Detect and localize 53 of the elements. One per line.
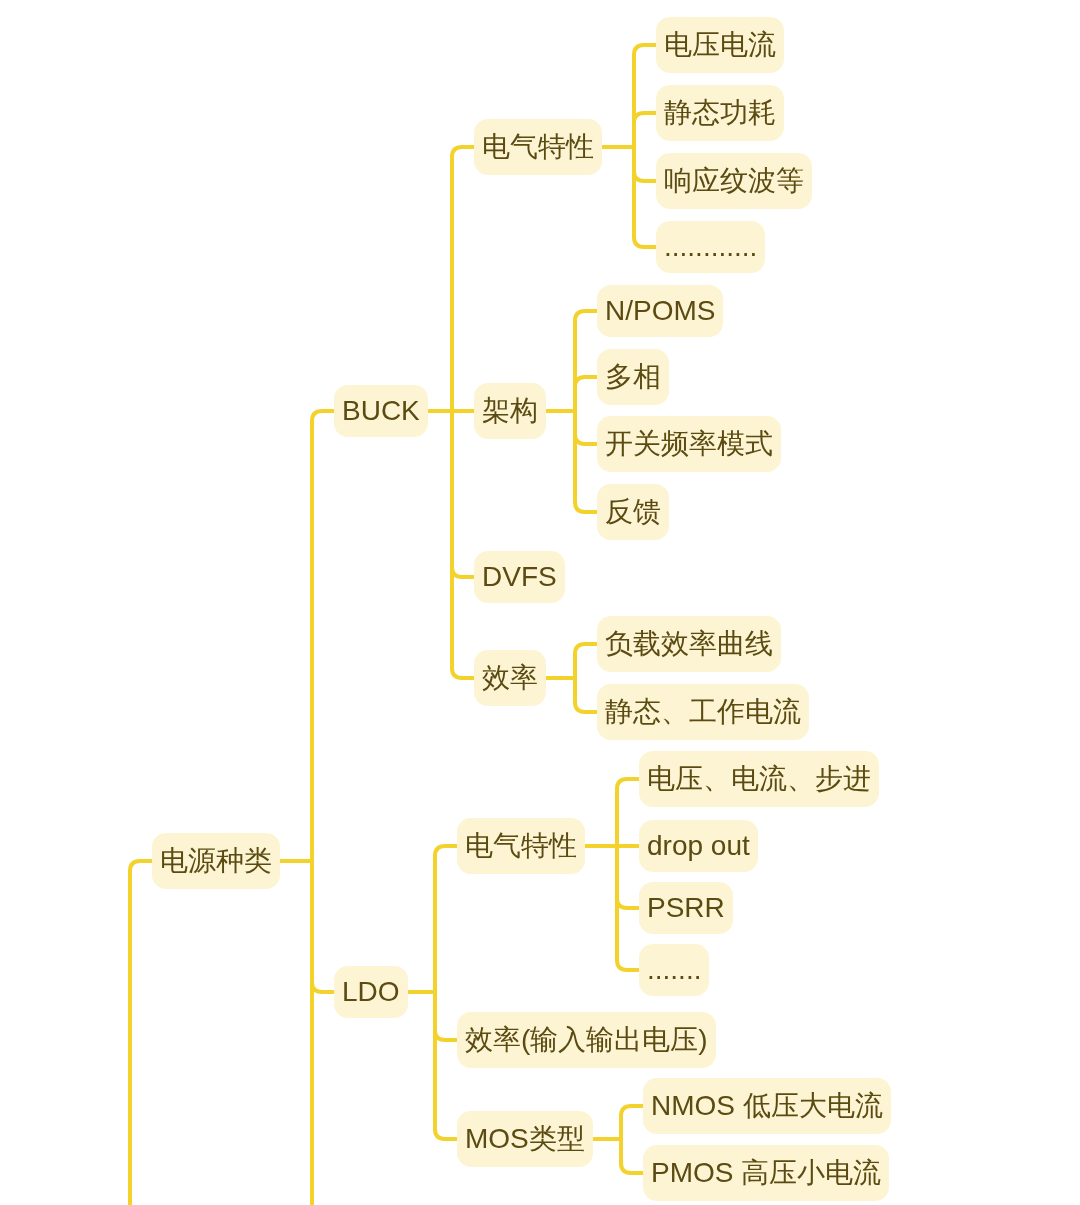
- topic-text: 静态、工作电流: [605, 695, 801, 729]
- topic-text: 负载效率曲线: [605, 627, 773, 661]
- topic-node: [457, 1111, 593, 1167]
- topic-node: [597, 285, 724, 337]
- topic-node: [474, 119, 602, 175]
- topic-node: [457, 818, 585, 874]
- topic-node: [474, 551, 565, 603]
- topic-node: [639, 882, 733, 934]
- topic-text: 效率(输入输出电压): [465, 1023, 708, 1057]
- topic-text: 电气特性: [482, 130, 594, 164]
- topic-node: [656, 85, 784, 141]
- topic-node: [656, 221, 766, 273]
- topic-text: DVFS: [482, 560, 557, 594]
- topic-node: [639, 820, 758, 872]
- topic-node: [639, 944, 710, 996]
- topic-node: [656, 17, 784, 73]
- topic-text: 电压电流: [664, 28, 776, 62]
- branch-line: [280, 859, 314, 1205]
- topic-text: 响应纹波等: [664, 164, 804, 198]
- topic-node: [474, 383, 546, 439]
- topic-text: PSRR: [647, 891, 725, 925]
- topic-node: [597, 349, 669, 405]
- topic-node: [639, 751, 879, 807]
- topic-text: drop out: [647, 829, 750, 863]
- topic-node: [597, 484, 669, 540]
- topic-text: MOS类型: [465, 1122, 585, 1156]
- topic-text: N/POMS: [605, 294, 716, 328]
- topic-node: [334, 966, 408, 1018]
- topic-text: 电源种类: [160, 844, 272, 878]
- topic-text: 反馈: [605, 495, 661, 529]
- topic-node: [643, 1078, 891, 1134]
- topic-node: [474, 650, 546, 706]
- topic-node: [656, 153, 812, 209]
- topic-text: 电气特性: [465, 829, 577, 863]
- topic-text: 开关频率模式: [605, 427, 773, 461]
- topic-text: BUCK: [342, 394, 420, 428]
- topic-node: [457, 1012, 716, 1068]
- topic-text: 电压、电流、步进: [647, 762, 871, 796]
- topic-text: .......: [647, 953, 702, 987]
- topic-node: [152, 833, 280, 889]
- topic-text: LDO: [342, 975, 400, 1009]
- topic-text: NMOS 低压大电流: [651, 1089, 883, 1123]
- topic-node: [334, 385, 428, 437]
- topic-text: 多相: [605, 360, 661, 394]
- topic-text: ............: [664, 230, 758, 264]
- topic-text: 静态功耗: [664, 96, 776, 130]
- topic-text: 效率: [482, 661, 538, 695]
- topic-node: [597, 616, 781, 672]
- topic-node: [597, 684, 809, 740]
- topic-node: [643, 1145, 890, 1201]
- topic-text: PMOS 高压小电流: [651, 1156, 882, 1190]
- topic-node: [597, 416, 781, 472]
- topic-text: 架构: [482, 394, 538, 428]
